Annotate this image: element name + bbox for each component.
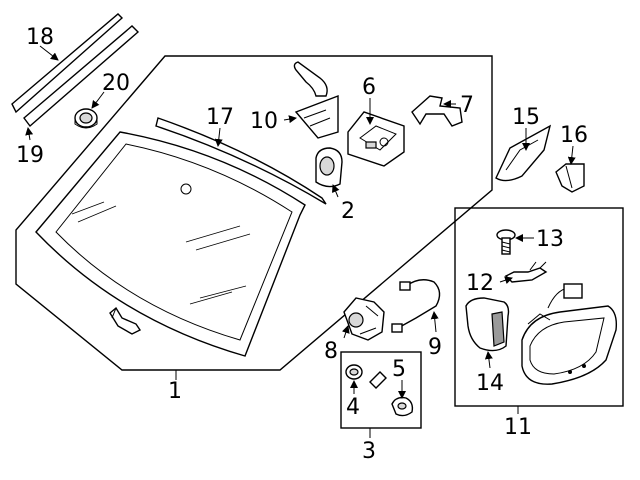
callout-10: 10 xyxy=(250,109,278,134)
rain-sensor-8[interactable] xyxy=(343,297,385,341)
callout-7: 7 xyxy=(460,93,474,118)
assembly-boundary-1 xyxy=(15,55,493,371)
callout-17: 17 xyxy=(206,105,234,130)
callout-16: 16 xyxy=(560,123,588,148)
rear-view-mirror[interactable] xyxy=(521,283,618,385)
pad-4[interactable] xyxy=(345,364,363,380)
callout-4: 4 xyxy=(346,395,360,420)
callout-11: 11 xyxy=(504,415,532,440)
callout-13: 13 xyxy=(536,227,564,252)
callout-8: 8 xyxy=(324,339,338,364)
callout-18: 18 xyxy=(26,25,54,50)
callout-5: 5 xyxy=(392,357,406,382)
mirror-cover-14[interactable] xyxy=(465,297,510,352)
cable-9[interactable] xyxy=(391,279,441,333)
cover-15[interactable] xyxy=(495,124,552,182)
bracket-7[interactable] xyxy=(411,95,463,127)
leader-lines xyxy=(25,45,576,438)
callout-2: 2 xyxy=(341,199,355,224)
callout-19: 19 xyxy=(16,143,44,168)
side-molding-19[interactable] xyxy=(23,25,140,128)
cover-16[interactable] xyxy=(555,163,585,193)
callout-9: 9 xyxy=(428,335,442,360)
glass-connector-icon xyxy=(109,306,142,335)
callout-3: 3 xyxy=(362,439,376,464)
callout-6: 6 xyxy=(362,75,376,100)
side-molding-18[interactable] xyxy=(11,13,124,114)
callout-15: 15 xyxy=(512,105,540,130)
sensor-kit-box-3 xyxy=(340,351,422,429)
callout-1: 1 xyxy=(168,379,182,404)
sensor-bracket-10[interactable] xyxy=(293,61,339,139)
clip-5[interactable] xyxy=(391,396,414,417)
clip-20[interactable] xyxy=(74,108,98,129)
callout-12: 12 xyxy=(466,271,494,296)
callout-14: 14 xyxy=(476,371,504,396)
mirror-base-6[interactable] xyxy=(347,111,405,167)
callout-20: 20 xyxy=(102,71,130,96)
wire-harness-12[interactable] xyxy=(504,261,548,283)
windshield-glass[interactable] xyxy=(35,131,306,357)
mirror-group-box-11 xyxy=(454,207,624,407)
ring-mount-2[interactable] xyxy=(315,147,343,188)
screw-13[interactable] xyxy=(496,229,516,255)
plug-icon xyxy=(369,371,387,389)
